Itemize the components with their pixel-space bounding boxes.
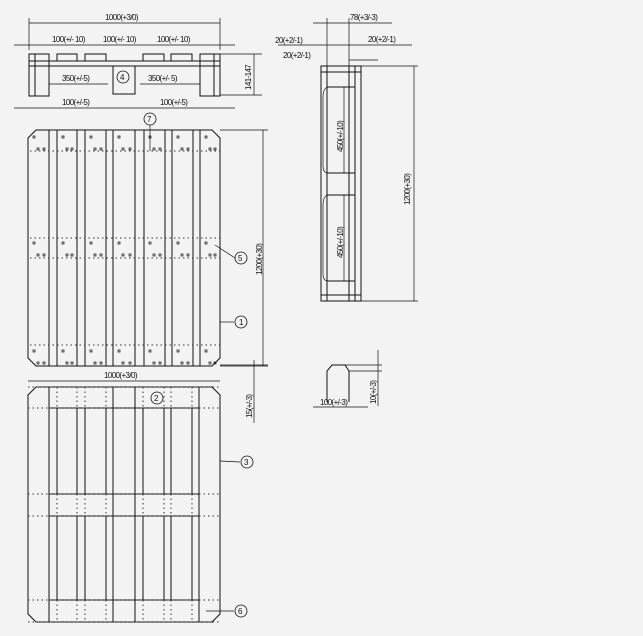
nail-mark (117, 241, 121, 245)
dim-top-board-3: 100(+/- 10) (157, 35, 191, 44)
side-view: 78(+3/-3) 20(+2/-1) 20(+2/-1) 20(+2/-1) … (275, 13, 418, 302)
nail-mark (186, 147, 190, 151)
nail-mark (148, 349, 152, 353)
nail-mark (121, 147, 125, 151)
nail-mark (180, 253, 184, 257)
bottom-view: 1000(+3/0) 15(+/-3) (27, 360, 268, 623)
dim-bottom-left: 100(+/-5) (62, 98, 90, 107)
nail-mark (158, 361, 162, 365)
nail-mark (65, 253, 69, 257)
nail-mark (208, 361, 212, 365)
callout-4: 4 (120, 73, 125, 82)
callout-1: 1 (239, 318, 244, 327)
nail-mark (61, 241, 65, 245)
dim-height: 141-147 (244, 64, 253, 90)
nail-mark (93, 253, 97, 257)
nail-mark (208, 253, 212, 257)
callout-3: 3 (244, 458, 249, 467)
dim-overall-width: 1000(+3/0) (105, 13, 139, 22)
callout-2: 2 (154, 394, 159, 403)
nail-mark (36, 361, 40, 365)
nail-mark (89, 349, 93, 353)
nail-mark (128, 147, 132, 151)
nail-mark (99, 361, 103, 365)
top-view: 1200(+30) (27, 129, 268, 367)
nail-mark (186, 253, 190, 257)
nail-mark (42, 253, 46, 257)
front-view: 1000(+3/0) 100(+/- 10) 100(+/- 10) 100(+… (14, 13, 262, 109)
callout-6: 6 (238, 607, 243, 616)
nail-mark (117, 135, 121, 139)
nail-mark (152, 361, 156, 365)
nail-mark (32, 241, 36, 245)
dim-board-left: 20(+2/-1) (275, 36, 303, 45)
nail-mark (213, 361, 217, 365)
dim-board-right: 20(+2/-1) (368, 35, 396, 44)
nail-mark (213, 253, 217, 257)
dim-top-board-1: 100(+/- 10) (52, 35, 86, 44)
nail-mark (70, 147, 74, 151)
nail-mark (128, 253, 132, 257)
dim-side-length: 1200(+30) (403, 173, 412, 205)
dim-block-width: 78(+3/-3) (350, 13, 378, 22)
nail-mark (93, 361, 97, 365)
dim-bottom-width: 1000(+3/0) (104, 371, 138, 380)
nail-mark (42, 361, 46, 365)
nail-mark (208, 147, 212, 151)
dim-gap-left: 350(+/-5) (62, 74, 90, 83)
nail-mark (148, 241, 152, 245)
nail-mark (121, 361, 125, 365)
dim-gap-right: 350(+/- 5) (148, 74, 178, 83)
nail-mark (158, 253, 162, 257)
dim-bottom-right: 100(+/-5) (160, 98, 188, 107)
nail-mark (93, 147, 97, 151)
nail-mark (180, 361, 184, 365)
dim-top-length: 1200(+30) (255, 243, 264, 275)
nail-mark (32, 349, 36, 353)
nail-mark (32, 135, 36, 139)
callouts: 4 7 5 1 2 3 6 (116, 70, 254, 618)
nail-mark (99, 147, 103, 151)
nail-mark (70, 253, 74, 257)
nail-mark (36, 147, 40, 151)
nail-mark (180, 147, 184, 151)
callout-7: 7 (147, 115, 152, 124)
nail-mark (42, 147, 46, 151)
nail-mark (213, 147, 217, 151)
nail-mark (186, 361, 190, 365)
nail-mark (128, 361, 132, 365)
nail-mark (121, 253, 125, 257)
nail-mark (65, 361, 69, 365)
nail-mark (204, 135, 208, 139)
nail-mark (36, 253, 40, 257)
dim-chamfer-height: 10(+/-3) (369, 380, 378, 404)
nail-mark (65, 147, 69, 151)
nail-mark (70, 361, 74, 365)
nail-mark (61, 349, 65, 353)
nail-mark (117, 349, 121, 353)
nail-mark (176, 135, 180, 139)
dim-top-board-2: 100(+/- 10) (103, 35, 137, 44)
nail-mark (204, 349, 208, 353)
nail-mark (176, 349, 180, 353)
nail-mark (61, 135, 65, 139)
dim-opening-2: 450(+/-10) (336, 226, 345, 258)
dim-chamfer-width: 100(+/-3) (320, 398, 348, 407)
dim-opening-1: 450(+/-10) (336, 120, 345, 152)
nail-mark (176, 241, 180, 245)
chamfer-detail: 100(+/-3) 10(+/-3) (313, 350, 382, 408)
dim-board-lower: 20(+2/-1) (283, 51, 311, 60)
dim-offset: 15(+/-3) (245, 394, 254, 418)
nail-mark (89, 241, 93, 245)
nail-mark (89, 135, 93, 139)
nail-mark (204, 241, 208, 245)
nail-mark (152, 147, 156, 151)
callout-5: 5 (238, 254, 243, 263)
nail-mark (152, 253, 156, 257)
nail-mark (99, 253, 103, 257)
nail-mark (158, 147, 162, 151)
